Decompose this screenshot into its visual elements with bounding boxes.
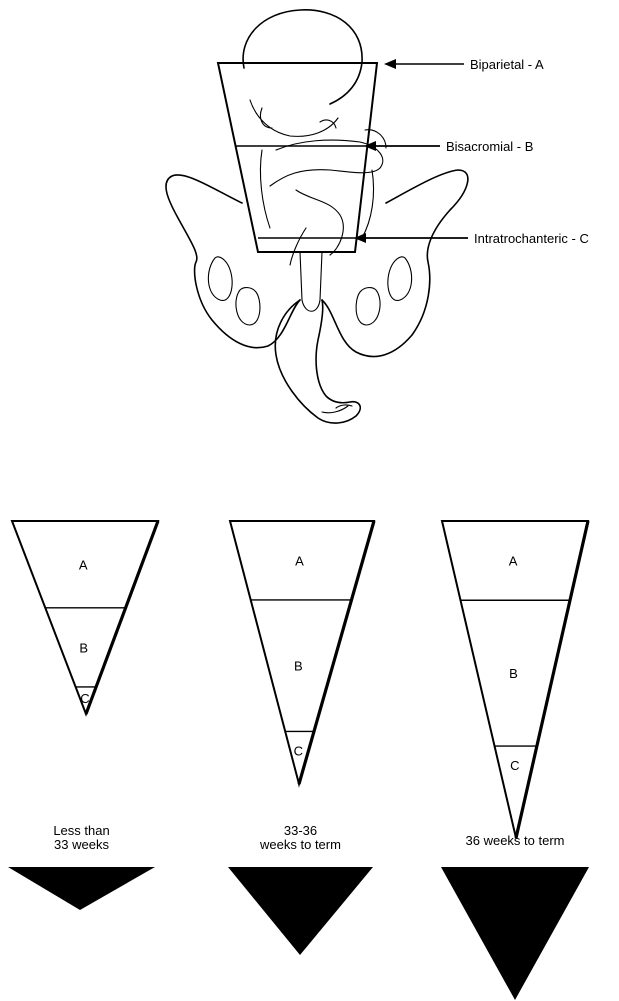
cone-caption-line: Less than [53, 823, 109, 838]
cone-caption-line: 33 weeks [54, 837, 109, 852]
segment-label-a: A [79, 557, 88, 572]
solid-cone [228, 867, 373, 955]
segment-label-c: C [510, 758, 519, 773]
right-foramen [356, 288, 380, 325]
fetus-pelvis-illustration: Biparietal - A Bisacromial - B Intratroc… [166, 10, 589, 423]
left-obturator [208, 257, 232, 301]
cone-outline [12, 521, 158, 714]
sacrum [300, 252, 322, 311]
solid-cone [8, 867, 155, 910]
segment-label-a: A [509, 554, 518, 569]
cone-caption-line: 36 weeks to term [466, 833, 565, 848]
solid-cone [441, 867, 589, 1000]
cone-group-3: A B C 36 weeks to term [441, 521, 589, 1000]
segment-label-c: C [294, 743, 303, 758]
biparietal-arrowhead [384, 59, 396, 69]
left-foramen [236, 288, 260, 325]
fetus-head [243, 10, 362, 104]
fetus-body [260, 150, 373, 238]
segment-label-b: B [294, 659, 303, 674]
segment-label-b: B [79, 640, 88, 655]
intratrochanteric-label: Intratrochanteric - C [474, 231, 589, 246]
segment-label-a: A [295, 553, 304, 568]
bisacromial-arrowhead [364, 141, 376, 151]
cone-caption-line: weeks to term [259, 837, 341, 852]
right-obturator [388, 257, 412, 301]
segment-label-c: C [80, 691, 89, 706]
fetus-face [250, 100, 338, 136]
bisacromial-label: Bisacromial - B [446, 139, 533, 154]
diameter-frame [218, 63, 377, 252]
fetus-toes [322, 405, 352, 413]
fetus-leg [290, 190, 343, 265]
cone-caption-line: 33-36 [284, 823, 317, 838]
biparietal-label: Biparietal - A [470, 57, 544, 72]
segment-label-b: B [509, 666, 518, 681]
